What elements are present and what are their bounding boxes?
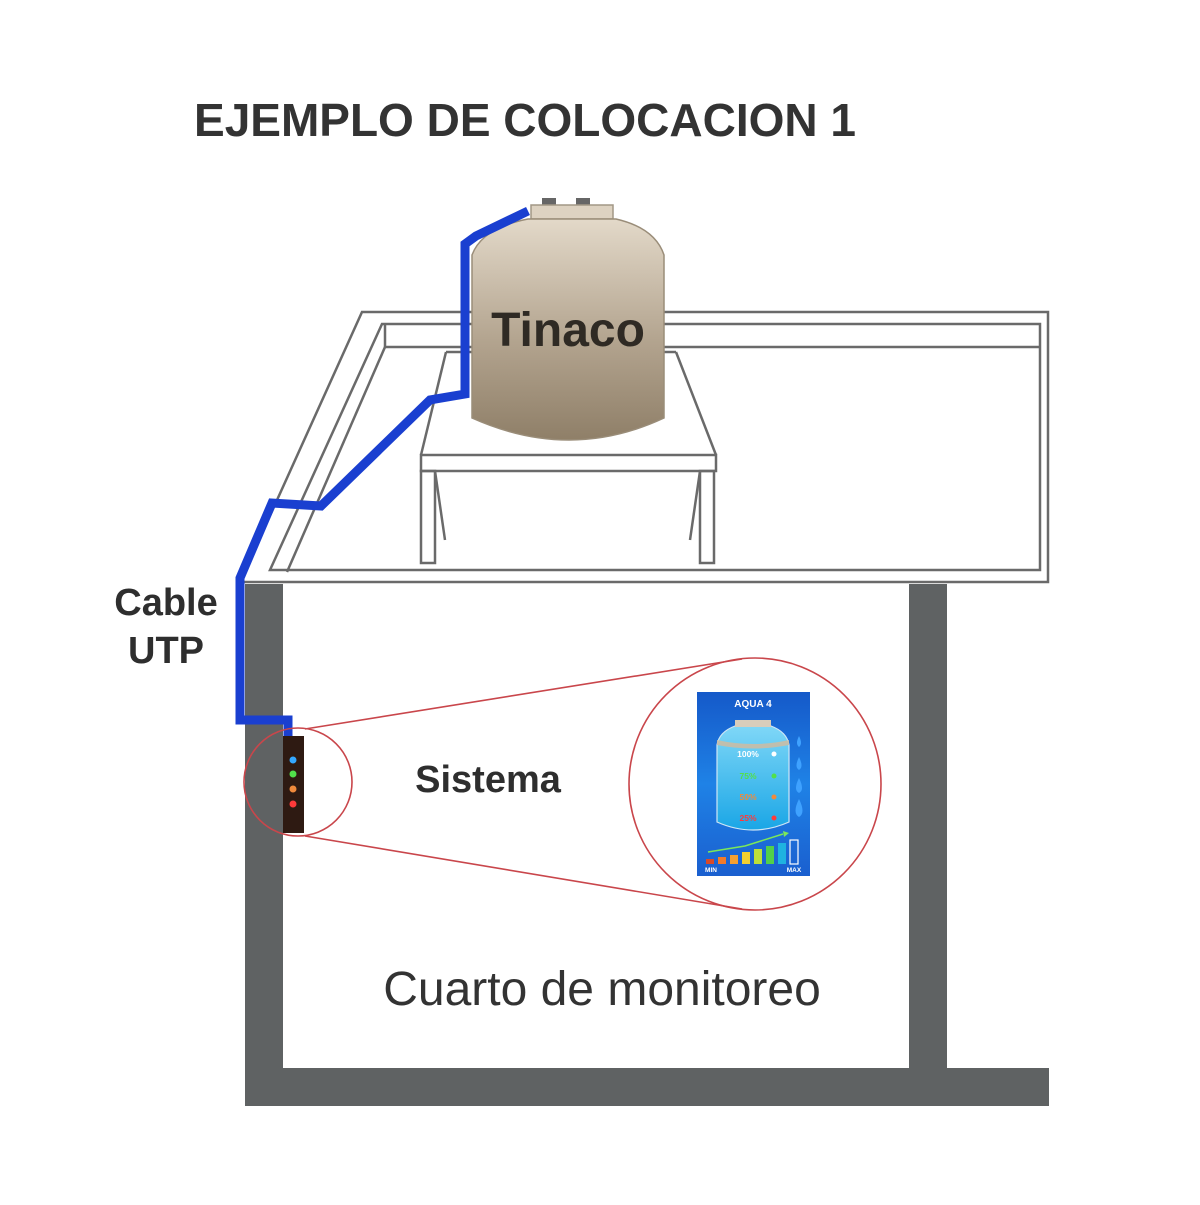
led-red [289, 800, 297, 808]
cable-label-line2: UTP [128, 630, 204, 672]
mini-tank-icon [716, 725, 790, 831]
right-wall [909, 584, 947, 1069]
diagram-title: EJEMPLO DE COLOCACION 1 [194, 94, 856, 146]
trend-arrow-head-icon [783, 831, 789, 837]
level-100: 100% [737, 749, 759, 759]
device-brand: AQUA 4 [734, 699, 772, 710]
drop-icons [795, 736, 803, 817]
mini-tank-lid [735, 720, 771, 727]
zoom-callout [243, 657, 882, 911]
led-orange [289, 785, 297, 793]
tank-lid [530, 204, 614, 220]
led-blue [289, 756, 297, 764]
indicator-50 [771, 794, 777, 800]
indicator-25 [771, 815, 777, 821]
scale-max: MAX [787, 867, 802, 874]
tank-cap-right [576, 198, 590, 207]
drop-icon [796, 778, 802, 793]
tank-label: Tinaco [491, 304, 645, 357]
room-label: Cuarto de monitoreo [383, 963, 821, 1016]
floor [245, 1068, 1049, 1106]
drop-icon [796, 757, 802, 770]
level-bars [706, 839, 799, 865]
level-75: 75% [739, 771, 756, 781]
led-green [289, 770, 297, 778]
cable-label-line1: Cable [114, 582, 217, 624]
drop-icon [795, 799, 803, 817]
device-panel: AQUA 4 100% 75% 50% 25% [697, 692, 810, 876]
drop-icon [797, 736, 801, 747]
trend-arrow-icon [707, 833, 784, 853]
wall-device [283, 736, 304, 833]
utp-cable [235, 206, 530, 740]
water-tank: Tinaco [471, 198, 665, 441]
left-wall [245, 584, 283, 1106]
system-label: Sistema [415, 759, 562, 801]
indicator-100 [771, 751, 777, 757]
level-50: 50% [739, 792, 756, 802]
room-walls [245, 584, 1049, 1106]
indicator-75 [771, 773, 777, 779]
tank-cap-left [542, 198, 556, 207]
scale-min: MIN [705, 867, 717, 874]
level-25: 25% [739, 813, 756, 823]
